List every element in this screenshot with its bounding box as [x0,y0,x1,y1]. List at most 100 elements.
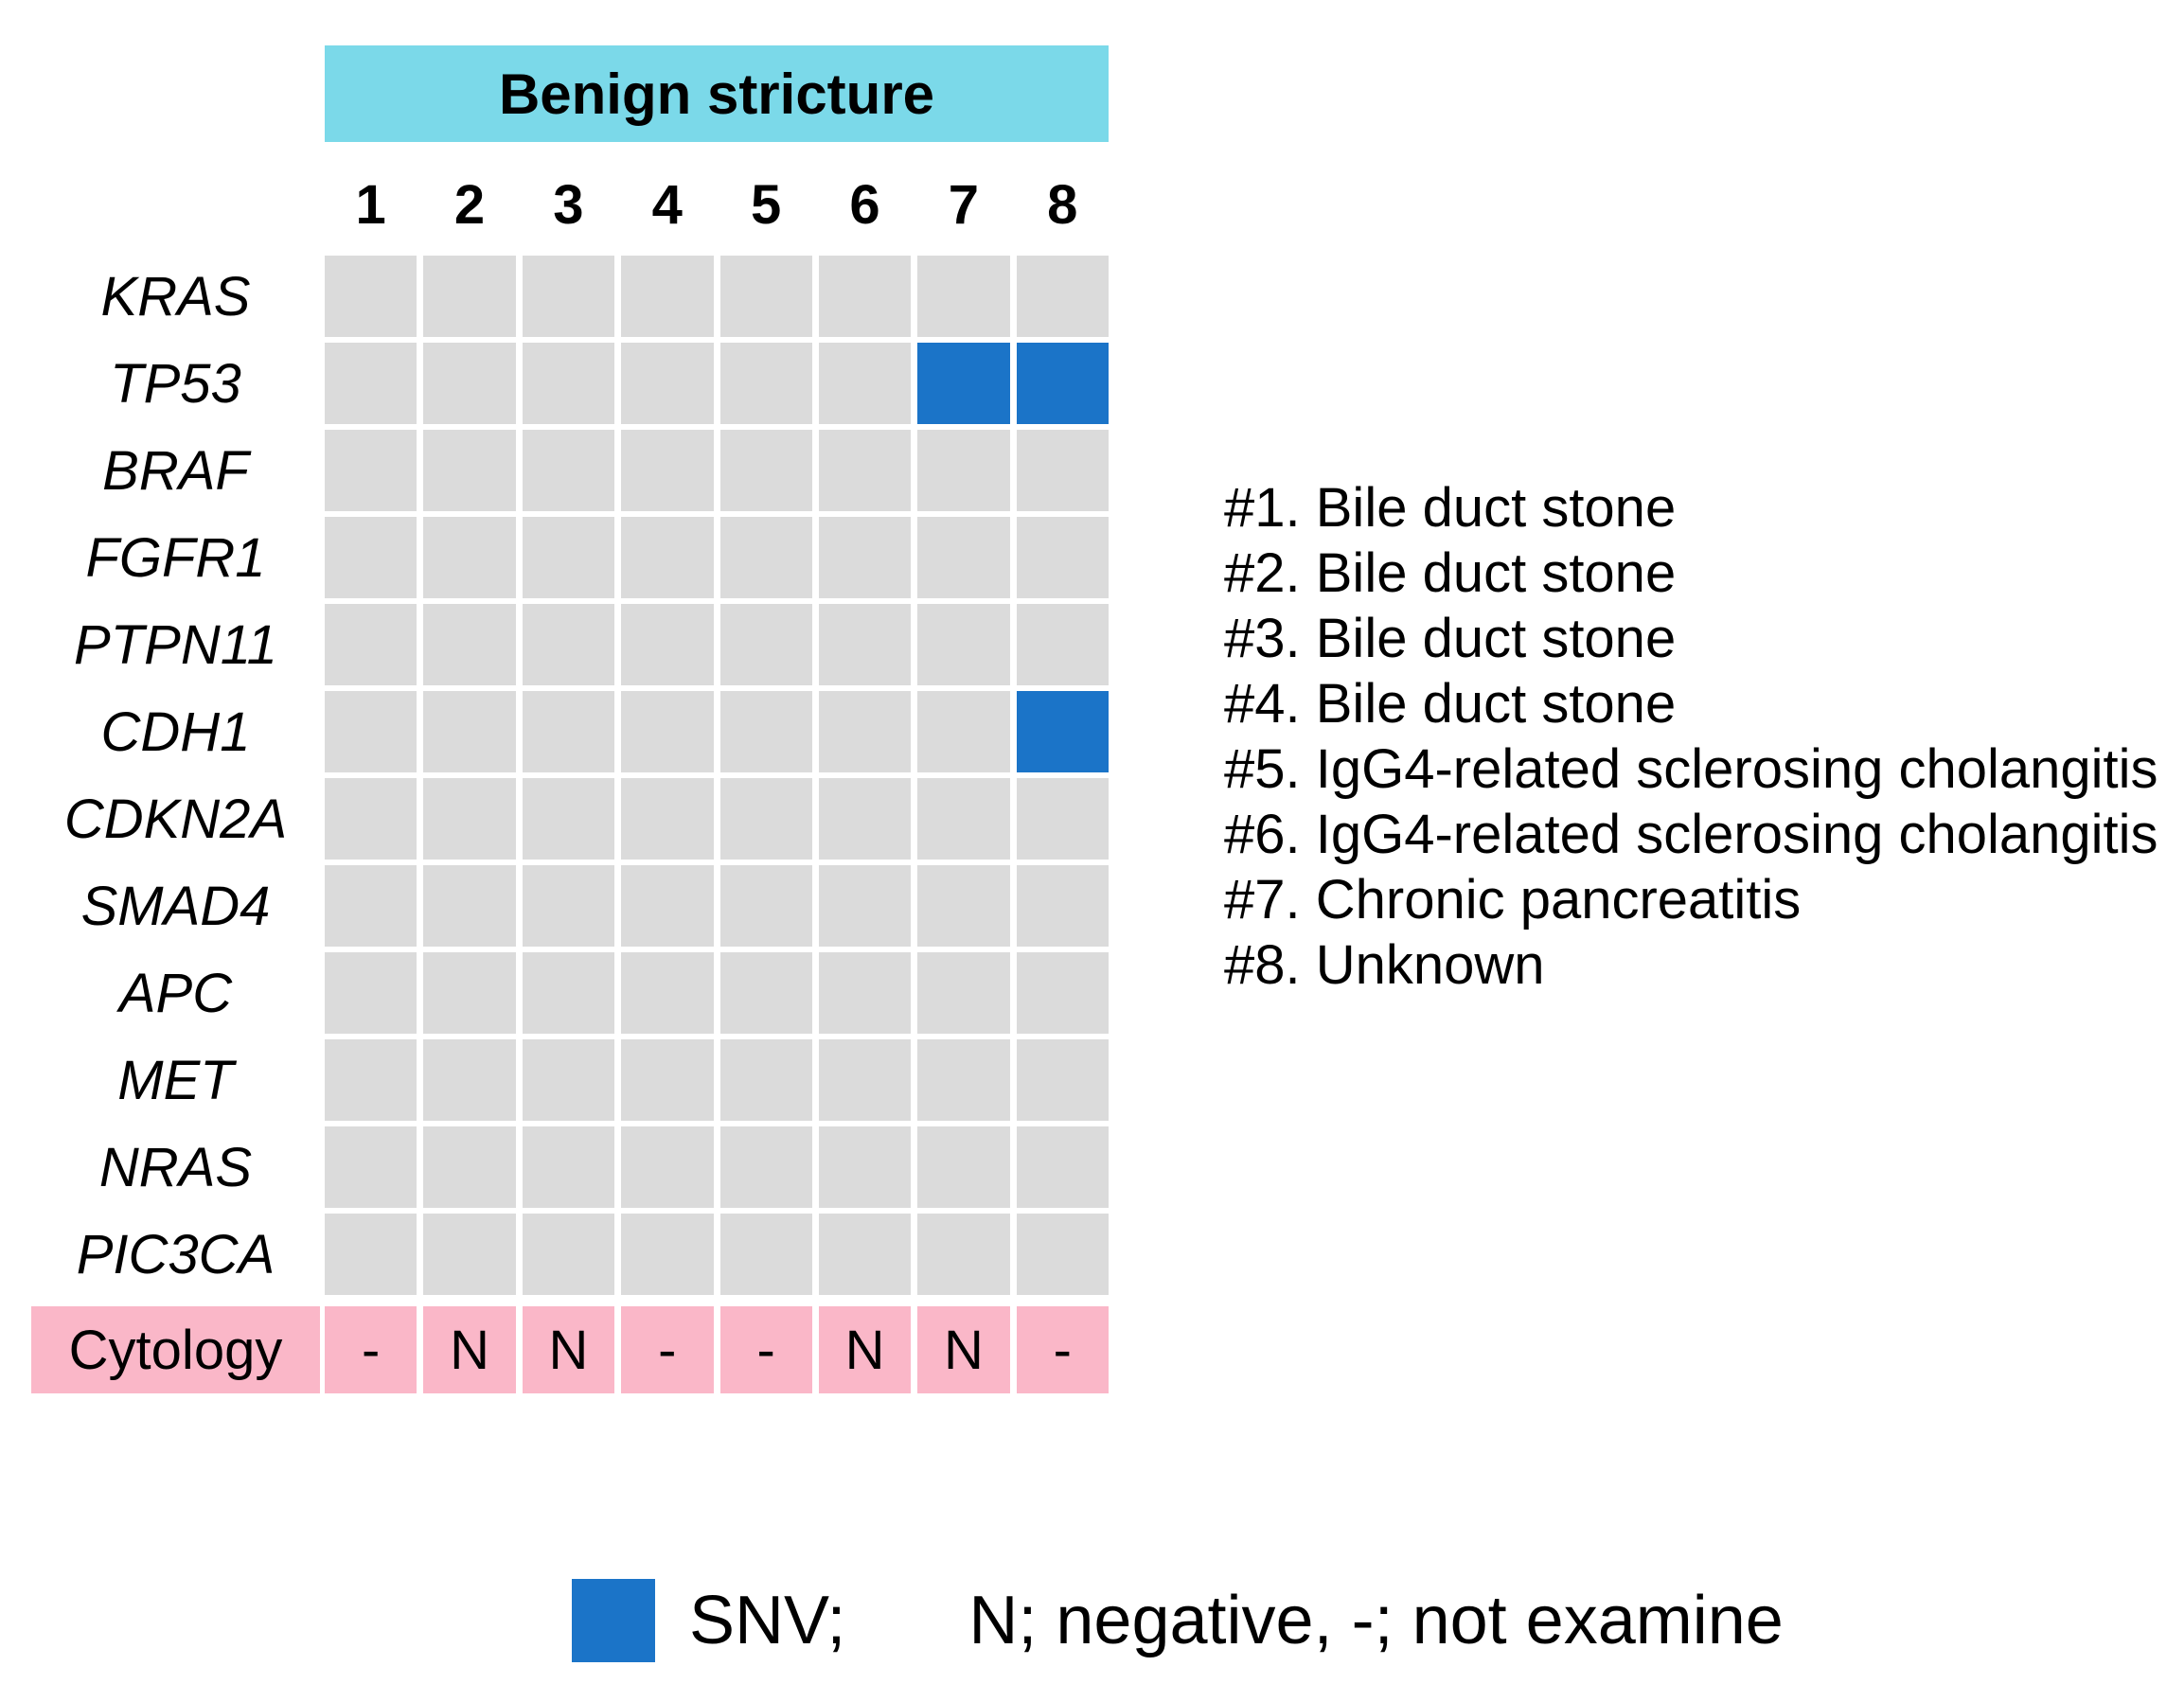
grid-cell-fgfr1-8 [1016,517,1109,598]
grid-cell-cdkn2a-6 [818,778,912,860]
mutation-grid [325,256,1109,1295]
grid-cell-fgfr1-4 [621,517,714,598]
column-number-4: 4 [651,173,683,236]
snv-legend-label: SNV; [689,1583,846,1658]
grid-cell-tp53-5 [719,343,812,424]
grid-cell-smad4-5 [719,865,812,947]
grid-cell-cdh1-4 [621,691,714,772]
case-annotation-4: #4. Bile duct stone [1224,673,1677,735]
grid-cell-braf-7 [917,430,1010,511]
grid-cell-met-1 [325,1039,417,1121]
grid-cell-apc-6 [818,952,912,1034]
grid-cell-cdh1-7 [917,691,1010,772]
cytology-value-6: N [818,1306,912,1393]
grid-cell-smad4-1 [325,865,417,947]
cytology-row-label: Cytology [68,1319,283,1381]
grid-cell-cdh1-3 [522,691,615,772]
figure-legend: SNV; N; negative, -; not examine [572,1575,1784,1666]
grid-cell-ptpn11-2 [423,604,516,685]
grid-cell-smad4-6 [818,865,912,947]
grid-cell-kras-4 [621,256,714,337]
case-annotation-5: #5. IgG4-related sclerosing cholangitis [1224,738,2158,800]
gene-label-tp53: TP53 [110,352,241,415]
grid-cell-cdkn2a-3 [522,778,615,860]
grid-cell-cdkn2a-5 [719,778,812,860]
grid-cell-nras-8 [1016,1126,1109,1208]
grid-cell-ptpn11-8 [1016,604,1109,685]
grid-cell-cdh1-1 [325,691,417,772]
grid-cell-pic3ca-8 [1016,1214,1109,1295]
grid-cell-cdh1-2 [423,691,516,772]
grid-cell-pic3ca-7 [917,1214,1010,1295]
case-annotation-list: #1. Bile duct stone#2. Bile duct stone#3… [1224,475,2158,998]
grid-cell-kras-5 [719,256,812,337]
grid-cell-ptpn11-7 [917,604,1010,685]
grid-cell-ptpn11-4 [621,604,714,685]
grid-cell-cdh1-5 [719,691,812,772]
grid-cell-ptpn11-1 [325,604,417,685]
grid-cell-fgfr1-3 [522,517,615,598]
grid-cell-pic3ca-6 [818,1214,912,1295]
gene-label-ptpn11: PTPN11 [74,613,277,676]
grid-cell-met-4 [621,1039,714,1121]
grid-cell-apc-4 [621,952,714,1034]
grid-cell-tp53-4 [621,343,714,424]
grid-cell-fgfr1-7 [917,517,1010,598]
grid-cell-apc-5 [719,952,812,1034]
column-number-1: 1 [355,173,386,236]
grid-cell-kras-3 [522,256,615,337]
grid-cell-smad4-8 [1016,865,1109,947]
symbol-key-label: N; negative, -; not examine [968,1583,1784,1658]
grid-cell-tp53-8 [1016,343,1109,424]
grid-cell-fgfr1-2 [423,517,516,598]
grid-cell-pic3ca-1 [325,1214,417,1295]
grid-cell-smad4-3 [522,865,615,947]
grid-cell-tp53-6 [818,343,912,424]
grid-cell-tp53-1 [325,343,417,424]
column-number-7: 7 [948,173,980,236]
grid-cell-nras-3 [522,1126,615,1208]
case-annotation-8: #8. Unknown [1224,934,1545,996]
cytology-value-3: N [522,1306,615,1393]
grid-cell-nras-7 [917,1126,1010,1208]
grid-cell-tp53-7 [917,343,1010,424]
grid-cell-cdh1-8 [1016,691,1109,772]
grid-cell-kras-2 [423,256,516,337]
gene-label-pic3ca: PIC3CA [76,1223,275,1285]
grid-cell-kras-7 [917,256,1010,337]
grid-cell-met-3 [522,1039,615,1121]
grid-cell-ptpn11-5 [719,604,812,685]
grid-cell-met-2 [423,1039,516,1121]
grid-cell-pic3ca-2 [423,1214,516,1295]
grid-cell-ptpn11-3 [522,604,615,685]
grid-cell-ptpn11-6 [818,604,912,685]
grid-cell-pic3ca-5 [719,1214,812,1295]
grid-cell-nras-4 [621,1126,714,1208]
cytology-value-2: N [423,1306,516,1393]
gene-label-kras: KRAS [100,265,251,328]
grid-cell-tp53-2 [423,343,516,424]
grid-cell-smad4-2 [423,865,516,947]
gene-label-fgfr1: FGFR1 [85,526,266,589]
grid-cell-braf-5 [719,430,812,511]
cytology-value-8: - [1016,1306,1109,1393]
grid-cell-nras-2 [423,1126,516,1208]
gene-label-smad4: SMAD4 [80,875,271,937]
case-annotation-3: #3. Bile duct stone [1224,608,1677,669]
gene-label-apc: APC [118,962,233,1024]
grid-cell-pic3ca-4 [621,1214,714,1295]
gene-label-cdh1: CDH1 [100,700,251,763]
grid-cell-apc-3 [522,952,615,1034]
grid-cell-braf-1 [325,430,417,511]
grid-cell-smad4-7 [917,865,1010,947]
grid-cell-met-8 [1016,1039,1109,1121]
case-annotation-6: #6. IgG4-related sclerosing cholangitis [1224,804,2158,865]
grid-cell-fgfr1-1 [325,517,417,598]
case-annotation-7: #7. Chronic pancreatitis [1224,869,1802,931]
gene-label-met: MET [117,1049,234,1111]
group-header-band: Benign stricture [325,45,1109,142]
